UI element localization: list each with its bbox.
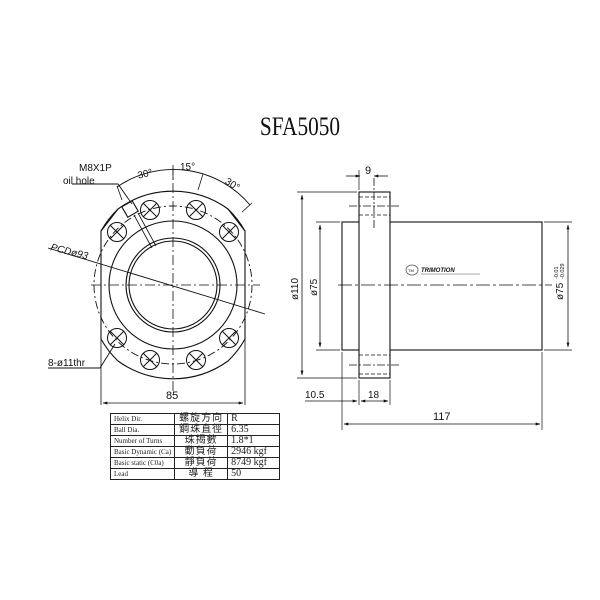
svg-text:ø75: ø75	[555, 282, 566, 300]
spec-value: R	[227, 413, 281, 425]
spec-label-zh: 螺旋方向	[174, 413, 229, 425]
spec-label-zh: 動負荷	[174, 446, 229, 458]
table-row: Ball Dia. 鋼珠直徑 6.35	[109, 424, 281, 436]
spec-label-en: Number of Turns	[109, 435, 176, 447]
front-view	[47, 165, 266, 405]
angle-right-label: 30°	[223, 176, 242, 193]
table-row: Helix Dir. 螺旋方向 R	[109, 413, 281, 425]
angle-center-label: 15°	[180, 162, 195, 173]
trimotion-logo: TM TRIMOTION	[405, 264, 480, 276]
pcd-label: PCDø93	[49, 242, 89, 262]
bolt-holes-label: 8-ø11thr	[48, 358, 86, 369]
drawing-title: SFA5050	[259, 112, 341, 141]
body-diameter-left-dim: ø75	[309, 278, 320, 296]
spec-value: 1.8*1	[227, 435, 281, 447]
oil-hole-spec-label: M8X1P	[79, 163, 112, 174]
angle-left-label: 30°	[137, 167, 154, 181]
spec-label-en: Basic static (C0a)	[109, 457, 176, 469]
body-diameter-right-dim: ø75 -0.01 -0.029	[554, 263, 566, 300]
oil-hole-label: oil hole	[63, 176, 95, 187]
spec-label-zh: 導 程	[174, 468, 229, 480]
side-view	[297, 170, 572, 430]
table-row: Basic Dynamic (Ca) 動負荷 2946 kgf	[109, 446, 281, 458]
spec-value: 8749 kgf	[227, 457, 281, 469]
spec-value: 6.35	[227, 424, 281, 436]
spec-label-en: Lead	[109, 468, 176, 480]
spec-value: 2946 kgf	[227, 446, 281, 458]
table-row: Lead 導 程 50	[109, 468, 281, 480]
table-row: Basic static (C0a) 靜負荷 8749 kgf	[109, 457, 281, 469]
spec-label-en: Basic Dynamic (Ca)	[109, 446, 176, 458]
spec-value: 50	[227, 468, 281, 480]
spec-label-zh: 靜負荷	[174, 457, 229, 469]
flange-width-dim: 18	[368, 390, 380, 401]
spec-label-zh: 珠揭數	[174, 435, 229, 447]
spec-label-zh: 鋼珠直徑	[174, 424, 229, 436]
flange-thickness-dim: 9	[365, 165, 371, 177]
flange-diameter-dim: ø110	[290, 278, 301, 300]
offset-dim: 10.5	[305, 390, 325, 401]
svg-text:TM: TM	[408, 268, 414, 273]
spec-label-en: Ball Dia.	[109, 424, 176, 436]
logo-badge-icon	[405, 264, 419, 276]
tolerance-lower: -0.029	[560, 263, 566, 279]
spec-table: Helix Dir. 螺旋方向 R Ball Dia. 鋼珠直徑 6.35 Nu…	[109, 413, 281, 480]
width-dimension-85: 85	[166, 390, 178, 402]
logo-text: TRIMOTION	[421, 268, 455, 274]
total-length-dim: 117	[433, 411, 451, 423]
spec-label-en: Helix Dir.	[109, 413, 176, 425]
tolerance-upper: -0.01	[554, 266, 560, 279]
table-row: Number of Turns 珠揭數 1.8*1	[109, 435, 281, 447]
